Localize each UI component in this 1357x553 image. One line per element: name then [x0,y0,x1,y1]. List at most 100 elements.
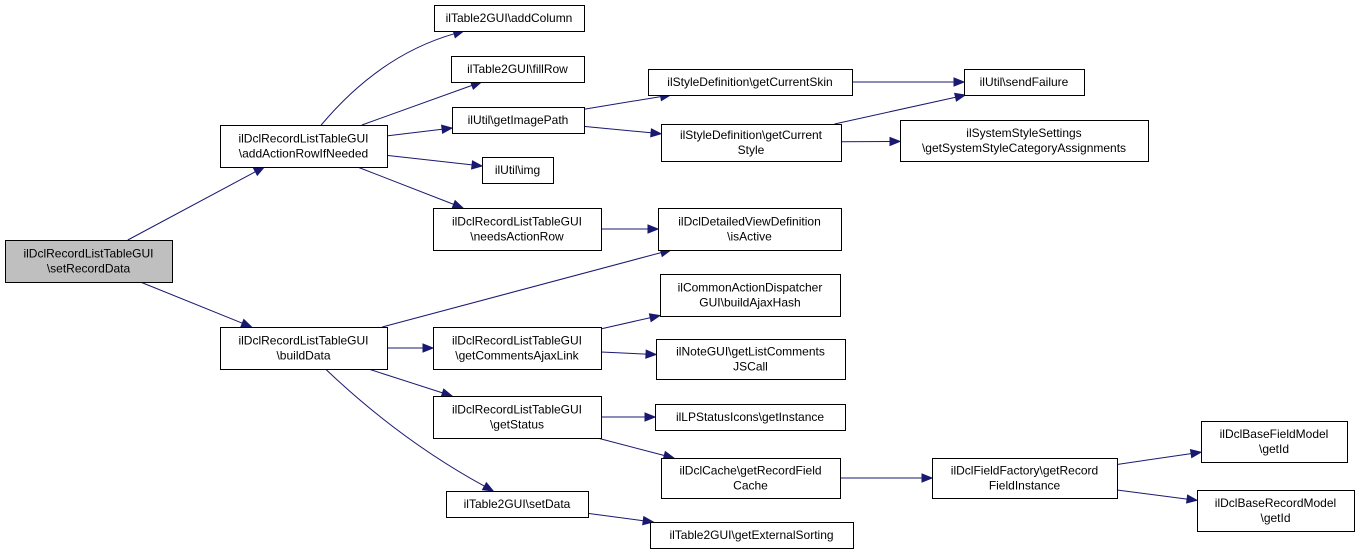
arrowhead-icon [650,128,663,138]
node-label-line: ilDclBaseRecordModel [1215,496,1336,510]
node-label-line: ilStyleDefinition\getCurrentSkin [667,75,832,89]
node-label-line: ilUtil\getImagePath [468,113,569,127]
arrowhead-icon [451,199,465,209]
node-label-line: \getId [1259,442,1289,456]
node-label-line: \setRecordData [47,262,131,276]
edge-getCurrentStyle-to-getSystemStyleCategoryAssignments [840,136,902,147]
arrowhead-icon [252,166,266,177]
node-box [932,458,1118,499]
node-label-line: \getSystemStyleCategoryAssignments [922,141,1126,155]
node-baseFieldGetId[interactable]: ilDclBaseFieldModel\getId [1201,421,1348,463]
node-box [452,107,585,134]
node-buildData[interactable]: ilDclRecordListTableGUI\buildData [220,327,388,370]
node-getSystemStyleCategoryAssignments[interactable]: ilSystemStyleSettings\getSystemStyleCate… [900,120,1149,162]
node-setData[interactable]: ilTable2GUI\setData [446,491,589,518]
node-box [648,69,853,96]
node-buildAjaxHash[interactable]: ilCommonActionDispatcherGUI\buildAjaxHas… [660,274,841,317]
node-getStatus[interactable]: ilDclRecordListTableGUI\getStatus [433,396,602,439]
edge-addActionRowIfNeeded-to-needsActionRow [357,166,465,209]
edge-buildData-to-getStatus [368,368,454,398]
node-getImagePath[interactable]: ilUtil\getImagePath [452,107,585,134]
node-label-line: ilDclFieldFactory\getRecord [951,464,1098,478]
node-label-line: \needsActionRow [470,230,564,244]
node-box [433,208,602,251]
node-label-line: \getId [1260,511,1290,525]
node-label-line: ilDclDetailedViewDefinition [678,215,821,229]
edge-line [1116,489,1188,500]
node-addColumn[interactable]: ilTable2GUI\addColumn [434,5,585,32]
node-box [220,125,388,168]
node-box [1197,490,1355,532]
node-label-line: \buildData [276,349,330,363]
node-label-line: FieldInstance [989,479,1061,493]
node-box [661,458,841,499]
node-label-line: Cache [733,479,768,493]
arrowhead-icon [642,515,655,526]
node-getCommentsAjaxLink[interactable]: ilDclRecordListTableGUI\getCommentsAjaxL… [433,327,602,370]
node-root[interactable]: ilDclRecordListTableGUI\setRecordData [5,240,173,283]
edge-addActionRowIfNeeded-to-addColumn [320,29,465,126]
node-box [656,339,846,380]
arrowhead-icon [645,349,658,359]
edge-line [600,351,647,355]
edge-line [386,128,443,137]
node-needsActionRow[interactable]: ilDclRecordListTableGUI\needsActionRow [433,208,602,251]
node-sendFailure[interactable]: ilUtil\sendFailure [964,69,1085,96]
arrowhead-icon [441,124,454,134]
node-label-line: \isActive [727,230,772,244]
node-label-line: ilCommonActionDispatcher [678,281,823,295]
edge-buildData-to-isActive [382,248,673,328]
edge-setData-to-getExternalSorting [587,512,655,526]
node-addActionRowIfNeeded[interactable]: ilDclRecordListTableGUI\addActionRowIfNe… [220,125,388,168]
edge-getImagePath-to-getCurrentStyle [583,125,663,138]
node-box [650,522,854,549]
arrowhead-icon [954,92,967,102]
arrowhead-icon [953,77,966,87]
edge-line [834,96,956,125]
node-box [660,274,841,317]
arrowhead-icon [422,343,435,353]
node-img[interactable]: ilUtil\img [482,157,554,184]
node-label-line: ilTable2GUI\addColumn [446,11,573,25]
edge-line [361,84,473,126]
node-box [446,491,589,518]
edge-line [140,281,243,324]
node-fillRow[interactable]: ilTable2GUI\fillRow [451,56,585,83]
edge-line [320,33,455,126]
arrowhead-icon [481,481,495,492]
node-getCurrentSkin[interactable]: ilStyleDefinition\getCurrentSkin [648,69,853,96]
edge-line [382,252,662,328]
arrowhead-icon [921,473,934,483]
node-getInstance[interactable]: ilLPStatusIcons\getInstance [655,404,846,431]
edge-getRecordFieldInstance-to-baseRecordGetId [1116,489,1199,504]
edge-line [368,368,443,394]
node-label-line: ilStyleDefinition\getCurrent [680,128,823,142]
node-label-line: ilDclRecordListTableGUI [452,215,582,229]
node-getExternalSorting[interactable]: ilTable2GUI\getExternalSorting [650,522,854,549]
edge-line [386,154,473,166]
edge-getCurrentStyle-to-sendFailure [834,92,967,125]
edge-getCurrentSkin-to-sendFailure [852,77,966,87]
edge-getStatus-to-getInstance [601,412,657,422]
arrowhead-icon [648,313,662,323]
node-baseRecordGetId[interactable]: ilDclBaseRecordModel\getId [1197,490,1355,532]
edge-buildData-to-getCommentsAjaxLink [387,343,435,353]
edge-buildData-to-setData [325,368,495,492]
node-isActive[interactable]: ilDclDetailedViewDefinition\isActive [658,208,842,251]
node-label-line: ilDclRecordListTableGUI [452,403,582,417]
arrowhead-icon [889,136,902,147]
edge-getRecordFieldCache-to-getRecordFieldInstance [840,473,934,483]
arrowhead-icon [240,318,253,328]
node-label-line: ilSystemStyleSettings [966,126,1081,140]
arrowhead-icon [647,224,660,234]
node-label-line: ilDclRecordListTableGUI [23,247,153,261]
edge-line [600,317,651,330]
node-label-line: JSCall [733,360,768,374]
edge-line [583,125,652,134]
node-box [220,327,388,370]
